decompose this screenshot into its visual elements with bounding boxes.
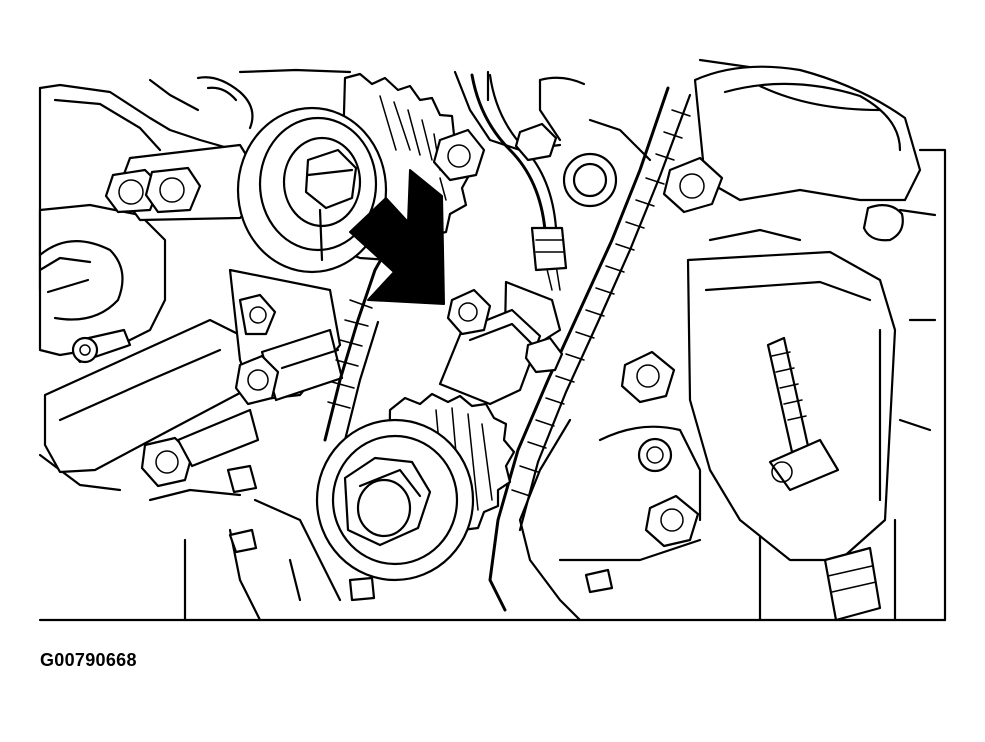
right-bolt-middle <box>620 350 676 473</box>
crankshaft-position-sensor <box>438 239 564 406</box>
tensioner-idler-pulley <box>236 106 388 274</box>
alternator-adjust-bracket <box>686 250 897 622</box>
crankshaft-pulley <box>315 392 516 582</box>
right-bolt-upper <box>662 156 724 214</box>
tensioner-bracket <box>228 268 344 406</box>
lower-left-bolt <box>140 408 260 488</box>
right-camshaft-sprocket <box>693 65 922 242</box>
upper-left-bolts <box>104 143 270 222</box>
center-bolts <box>432 122 618 208</box>
figure-id-label: G00790668 <box>40 650 137 670</box>
sensor-wire-harness <box>470 73 568 272</box>
right-bolt-lower <box>644 494 700 548</box>
lower-studs <box>226 464 614 602</box>
arrow-pointer-icon <box>349 169 445 305</box>
water-pump-housing <box>38 203 262 474</box>
